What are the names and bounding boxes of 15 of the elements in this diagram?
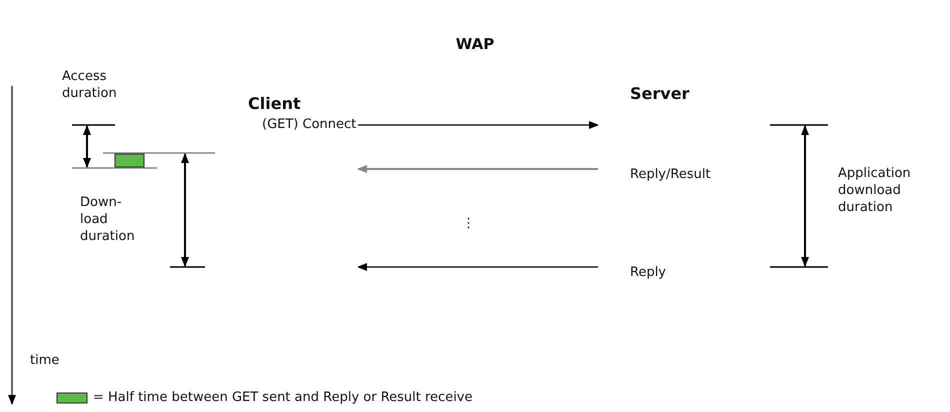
message-arrow: [358, 121, 599, 129]
duration-label: Application download duration: [838, 165, 912, 216]
title: WAP: [454, 36, 496, 53]
edge-label: (GET) Connect: [262, 116, 356, 133]
edge-label: Reply/Result: [630, 166, 711, 183]
message-arrow: [357, 263, 598, 271]
duration-label: Down-load duration: [80, 194, 132, 245]
duration-label: Access duration: [62, 68, 118, 102]
legend-text: = Half time between GET sent and Reply or Result receive: [93, 389, 473, 406]
edge-label: Reply: [630, 264, 666, 281]
message-arrow: [357, 165, 598, 173]
axis-label: time: [30, 352, 60, 369]
lifeline-heading: Server: [630, 84, 690, 104]
lifeline-heading: Client: [248, 94, 301, 114]
ellipsis: ⋮: [462, 215, 476, 232]
